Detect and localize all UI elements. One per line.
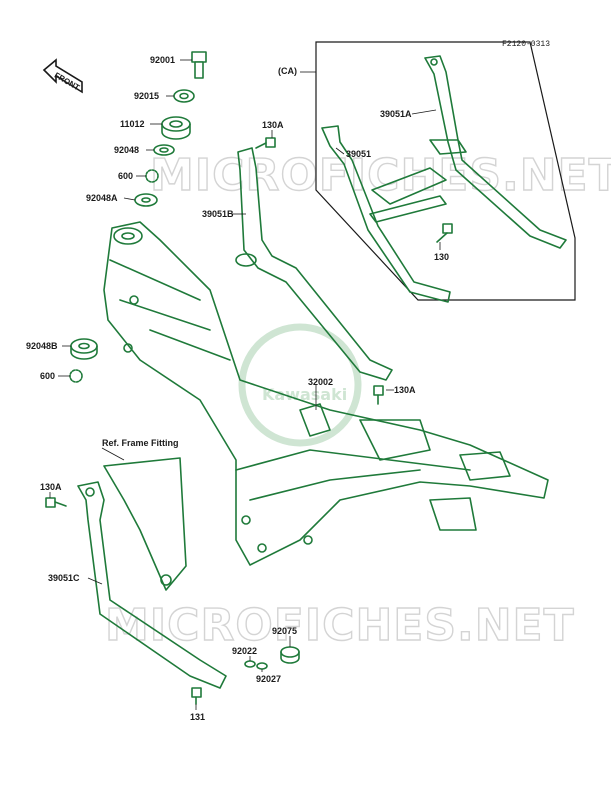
label-600-top: 600 (118, 171, 133, 181)
collar-11012 (161, 116, 191, 140)
label-92001: 92001 (150, 55, 175, 65)
label-39051A: 39051A (380, 109, 412, 119)
label-92048B: 92048B (26, 341, 58, 351)
bolt-92001 (191, 51, 207, 79)
label-92015: 92015 (134, 91, 159, 101)
brand-logo-text: Kawasaki (262, 385, 347, 404)
label-92075: 92075 (272, 626, 297, 636)
inset-bolt-130 (436, 223, 453, 243)
brand-logo-watermark: Kawasaki (238, 323, 362, 447)
washer-92048B (70, 338, 98, 360)
label-131: 131 (190, 712, 205, 722)
label-92048A: 92048A (86, 193, 118, 203)
label-130A-mid: 130A (394, 385, 416, 395)
watermark-top: MICROFICHES.NET (150, 150, 611, 201)
nut-92015 (173, 89, 195, 103)
inset-bracket-39051 (321, 125, 451, 303)
front-arrow-icon: FRONT (42, 58, 83, 94)
label-32002: 32002 (308, 377, 333, 387)
bracket-39051C (77, 457, 227, 689)
label-39051B: 39051B (202, 209, 234, 219)
diagram-code: F2120-0313 (502, 40, 550, 49)
watermark-bottom: MICROFICHES.NET (105, 600, 575, 651)
washer-92048 (153, 144, 175, 156)
nut-600-mid (69, 369, 83, 383)
label-11012: 11012 (120, 119, 145, 129)
label-92027: 92027 (256, 674, 281, 684)
bolt-130A-left (45, 497, 67, 508)
bracket-39051B (235, 147, 393, 381)
bolt-130A-mid (373, 385, 384, 405)
washer-92048A (134, 193, 158, 207)
inset-label: (CA) (278, 66, 297, 76)
label-130: 130 (434, 252, 449, 262)
bolt-130A-top (255, 137, 276, 149)
leader-lines (49, 59, 441, 710)
collar-92075 (280, 646, 300, 664)
washer-92022 (244, 660, 256, 668)
washer-92027 (256, 662, 268, 670)
inset-bracket-39051A (424, 55, 567, 249)
bolt-131 (191, 687, 202, 705)
label-92022: 92022 (232, 646, 257, 656)
label-92048: 92048 (114, 145, 139, 155)
label-39051: 39051 (346, 149, 371, 159)
label-ref-frame-fitting: Ref. Frame Fitting (102, 438, 179, 448)
label-130A-top: 130A (262, 120, 284, 130)
inset-box (315, 41, 576, 301)
label-130A-left: 130A (40, 482, 62, 492)
frame-32002 (103, 221, 549, 566)
label-39051C: 39051C (48, 573, 80, 583)
label-600-mid: 600 (40, 371, 55, 381)
